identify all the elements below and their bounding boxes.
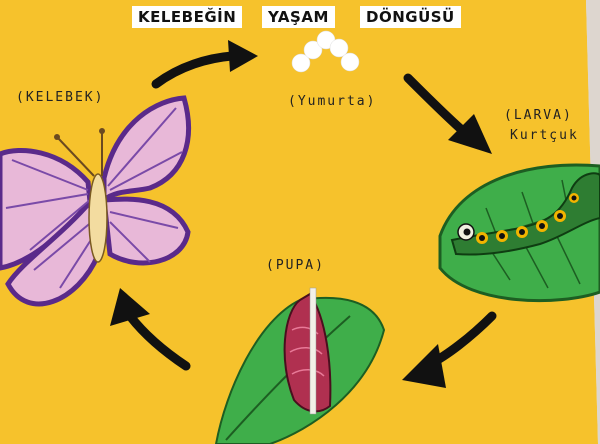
caterpillar-icon [438, 163, 600, 303]
cycle-arrow-icon [110, 40, 497, 388]
butterfly-icon [0, 95, 192, 307]
pupa-label: (PUPA) [266, 258, 325, 273]
larva-label-common: Kurtçuk [510, 128, 579, 143]
title-word-2: YAŞAM [262, 6, 335, 28]
title-word-3: DÖNGÜSÜ [360, 6, 461, 28]
pupa-icon [214, 287, 386, 444]
title-word-1: KELEBEĞİN [132, 6, 243, 28]
egg-label: (Yumurta) [288, 94, 377, 109]
larva-label: (LARVA) [504, 108, 573, 123]
egg-icon [291, 30, 360, 73]
butterfly-label: (KELEBEK) [16, 90, 105, 105]
